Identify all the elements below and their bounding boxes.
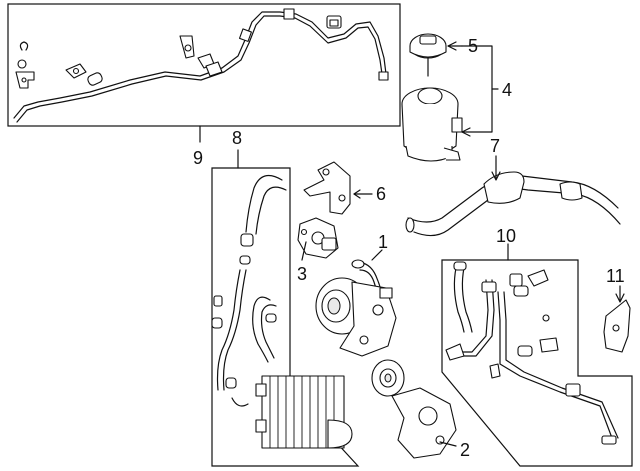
part-11-shield (603, 285, 631, 353)
callout-8: 8 (232, 128, 242, 148)
pressure-tube (13, 11, 387, 119)
callout-4: 4 (502, 80, 512, 100)
return-hose-short (453, 267, 465, 333)
part-3-mount (297, 217, 339, 261)
hose-muffler (483, 171, 525, 204)
oil-cooler-group (211, 149, 360, 467)
part-2-tensioner (371, 359, 457, 459)
part-4-reservoir (401, 45, 499, 162)
cooler-hose-upper (245, 174, 283, 233)
callout-2: 2 (460, 440, 470, 460)
callout-1: 1 (378, 232, 388, 252)
part-6-bracket (303, 161, 373, 215)
pressure-line-kit-group (7, 3, 401, 143)
return-line-kit-group (441, 243, 633, 467)
part-1-pump (315, 249, 397, 357)
callout-11: 11 (606, 266, 625, 286)
cooler-hose-long (216, 269, 241, 391)
callout-5: 5 (468, 36, 478, 56)
part-7-hose (405, 155, 621, 237)
part-5-cap (409, 33, 463, 77)
oil-cooler (255, 375, 353, 449)
clamp-icon (239, 255, 251, 265)
callout-9: 9 (193, 148, 203, 168)
callout-10: 10 (496, 226, 516, 246)
callout-labels: 1 2 3 4 5 6 7 8 9 10 11 (193, 36, 625, 460)
callout-7: 7 (490, 136, 500, 156)
cooler-hose-mid (252, 296, 271, 363)
o-ring-icon (19, 41, 29, 51)
hose-clip-icon (87, 72, 103, 86)
kit-9-frame (7, 3, 401, 127)
callout-6: 6 (376, 184, 386, 204)
callout-3: 3 (297, 264, 307, 284)
kit-10-frame (441, 259, 633, 467)
